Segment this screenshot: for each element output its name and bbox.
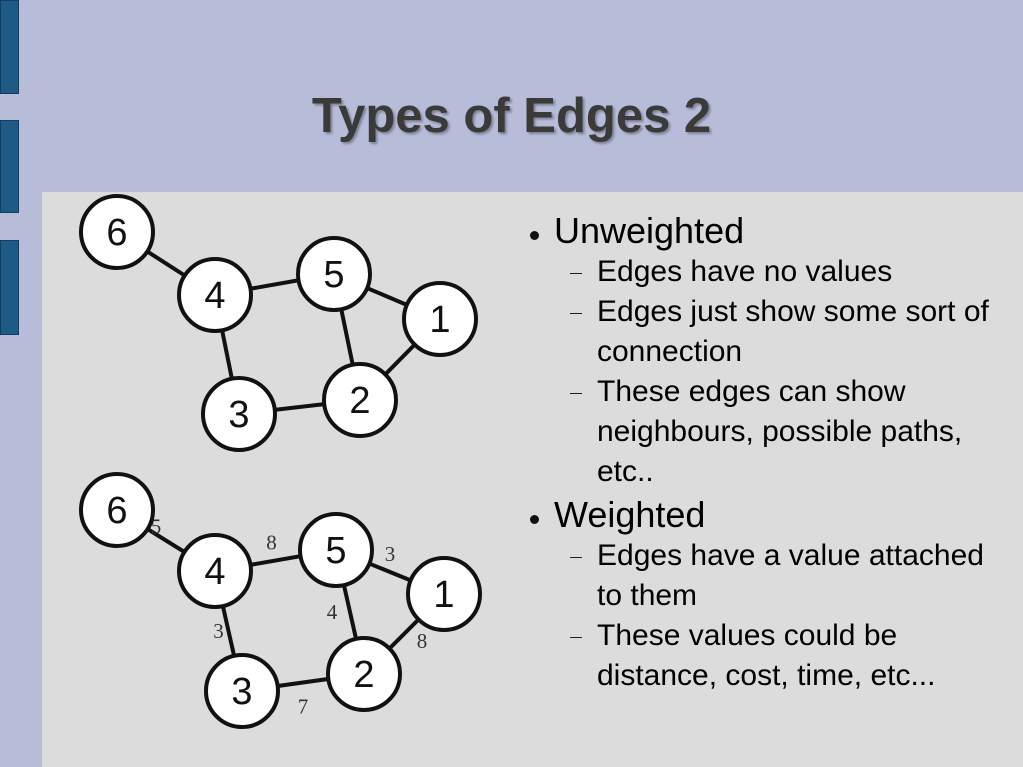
node-label: 5 <box>323 254 344 296</box>
graph-node <box>326 636 402 712</box>
edge-weight-label: 8 <box>417 629 428 653</box>
content-panel: 6 4 5 1 3 2 5 8 3 3 4 8 7 6 4 5 1 3 2 Unweighted Edges ha… <box>42 192 1023 767</box>
graph-node <box>298 512 374 588</box>
sub-bullet: Edges have a value attached to them <box>554 536 1017 616</box>
graph-node <box>201 376 277 452</box>
node-label: 6 <box>106 490 127 532</box>
edge-weight-label: 3 <box>385 542 396 566</box>
side-tab-1 <box>0 0 19 94</box>
edge-weight-label: 7 <box>298 695 309 719</box>
edge-weight-label: 5 <box>151 515 162 539</box>
node-label: 1 <box>433 574 454 616</box>
bullet-weighted-text: Weighted <box>554 494 706 535</box>
side-tab-3 <box>0 240 19 335</box>
node-label: 4 <box>204 275 225 317</box>
node-label: 3 <box>231 671 252 713</box>
graph-node <box>177 533 253 609</box>
node-label: 2 <box>353 654 374 696</box>
unweighted-subbullets: Edges have no values Edges just show som… <box>554 252 1017 492</box>
graph-node <box>79 472 155 548</box>
edge-weight-label: 8 <box>266 531 277 555</box>
node-label: 5 <box>325 530 346 572</box>
sub-bullet: Edges have no values <box>554 252 1017 292</box>
graph-node <box>322 362 398 438</box>
node-label: 6 <box>106 212 127 254</box>
edge-weight-label: 4 <box>327 600 338 624</box>
graph-node <box>204 653 280 729</box>
node-label: 2 <box>349 380 370 422</box>
node-label: 4 <box>204 551 225 593</box>
unweighted-graph: 6 4 5 1 3 2 <box>79 194 478 452</box>
graph-node <box>177 257 253 333</box>
sub-bullet: These values could be distance, cost, ti… <box>554 616 1017 696</box>
graph-diagrams: 6 4 5 1 3 2 5 8 3 3 4 8 7 6 4 5 1 3 2 <box>79 194 482 729</box>
graph-node <box>406 556 482 632</box>
bullet-unweighted-text: Unweighted <box>554 210 745 251</box>
bullet-unweighted: Unweighted Edges have no values Edges ju… <box>522 210 1017 492</box>
slide-title: Types of Edges 2 <box>311 89 712 143</box>
bullet-list: Unweighted Edges have no values Edges ju… <box>522 210 1017 698</box>
node-label: 3 <box>228 394 249 436</box>
edge-weight-label: 3 <box>213 619 224 643</box>
graph-node <box>402 281 478 357</box>
sub-bullet: Edges just show some sort of connection <box>554 292 1017 372</box>
weighted-graph: 5 8 3 3 4 8 7 6 4 5 1 3 2 <box>79 472 482 729</box>
graph-node <box>79 194 155 270</box>
side-tab-2 <box>0 120 19 213</box>
node-label: 1 <box>429 299 450 341</box>
sub-bullet: These edges can show neighbours, possibl… <box>554 372 1017 492</box>
weighted-subbullets: Edges have a value attached to them Thes… <box>554 536 1017 696</box>
graph-node <box>296 236 372 312</box>
bullet-weighted: Weighted Edges have a value attached to … <box>522 494 1017 696</box>
